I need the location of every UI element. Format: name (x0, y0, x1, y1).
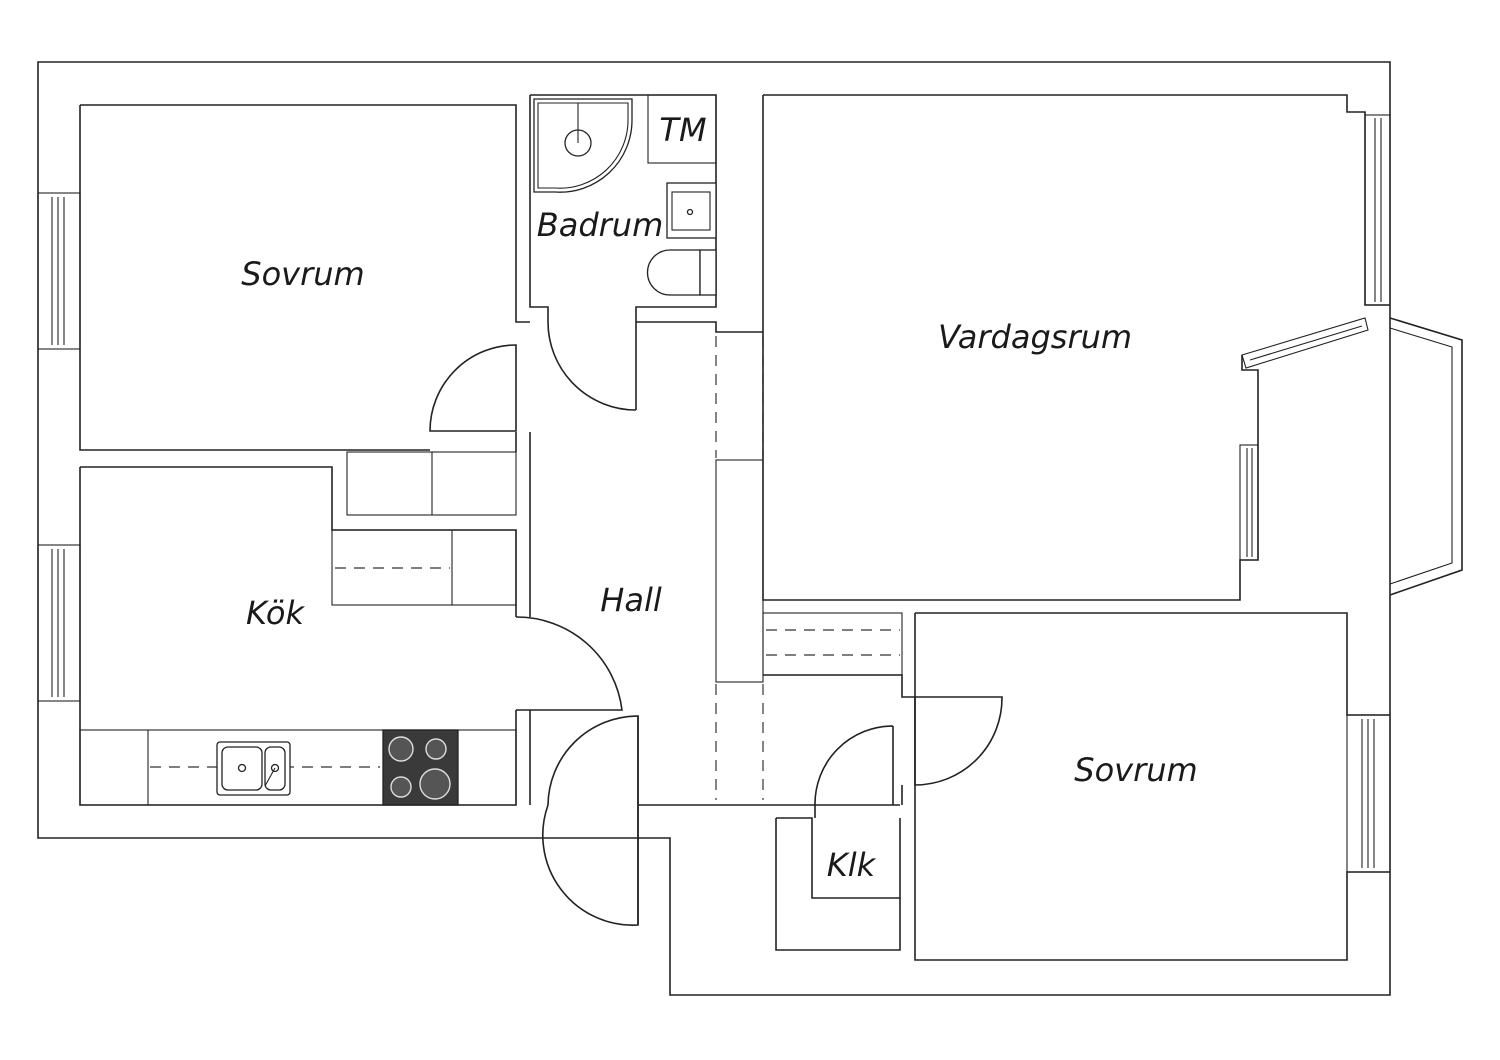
living-room (762, 94, 1463, 601)
shower-icon (533, 98, 633, 193)
stove-icon (382, 729, 459, 806)
bedroom-1 (37, 104, 530, 452)
label-closet: Klk (827, 846, 877, 884)
label-bathroom: Badrum (537, 206, 663, 244)
door-bedroom-2 (914, 696, 1003, 786)
window-bedroom-2 (1346, 714, 1391, 873)
label-bedroom-1: Sovrum (241, 255, 364, 293)
hall (529, 321, 900, 926)
wardrobes-top (346, 451, 517, 516)
bay-window (1239, 114, 1463, 596)
label-living-room: Vardagsrum (938, 318, 1132, 356)
kitchen (37, 466, 623, 806)
door-bedroom-1 (429, 344, 517, 432)
label-laundry: TM (659, 111, 706, 149)
door-closet (814, 725, 894, 818)
bathroom (529, 94, 717, 411)
washbasin-icon (666, 182, 717, 239)
door-bathroom (547, 321, 637, 411)
label-bedroom-2: Sovrum (1074, 751, 1197, 789)
sink-icon (216, 741, 291, 796)
label-hall: Hall (600, 581, 662, 619)
window-kitchen (37, 544, 81, 702)
door-kitchen (515, 616, 623, 711)
toilet-icon (646, 249, 717, 296)
bedroom-2 (762, 612, 1391, 961)
label-kitchen: Kök (246, 594, 305, 632)
entrance-door[interactable] (542, 715, 639, 926)
outer-walls (37, 61, 1391, 996)
window-bedroom-1 (37, 192, 81, 350)
closet (775, 725, 901, 951)
